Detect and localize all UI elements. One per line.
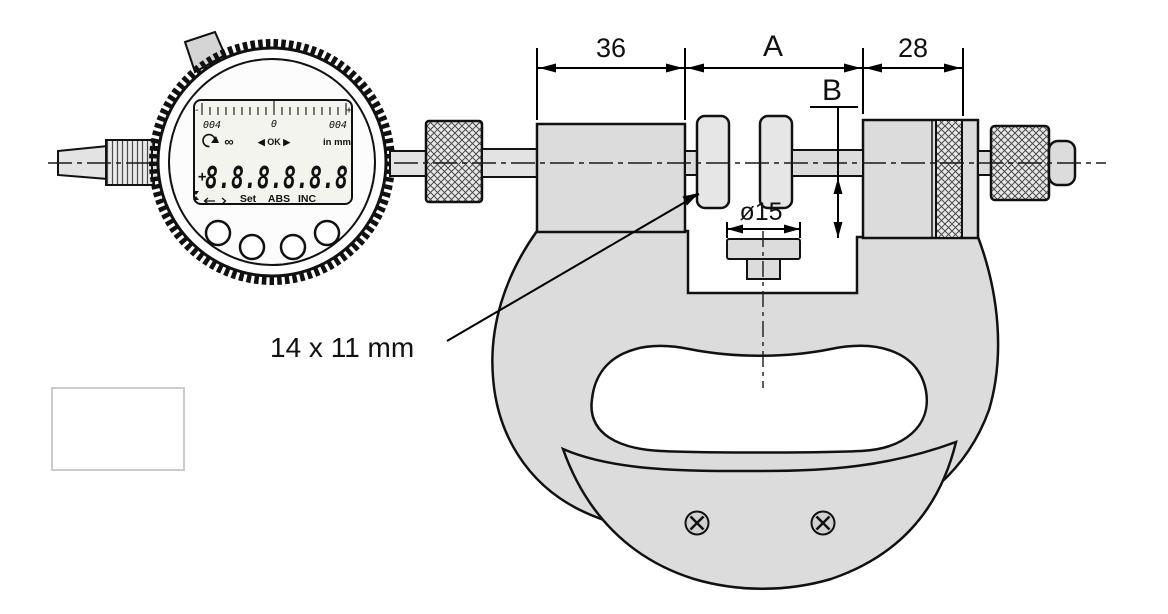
lcd-scale-zero: 0 — [271, 119, 277, 130]
lcd-scale-plus: + — [346, 105, 352, 116]
indicator-button-4 — [313, 219, 341, 247]
rotation-arrowhead-icon — [211, 136, 219, 143]
lcd-panel — [193, 99, 353, 205]
dimension-label-B: B — [822, 74, 842, 107]
lcd-mode-abs: ABS — [268, 193, 290, 205]
lcd-scale-ticks — [201, 100, 347, 115]
dimension-annotations — [446, 48, 964, 342]
dimension-label-d15: ø15 — [739, 198, 782, 226]
digital-indicator: - + 004 0 004 ∞ ◀ OK ▶ in mm + 8.8.8.8.8… — [149, 30, 395, 285]
lcd-display: - + 004 0 004 ∞ ◀ OK ▶ in mm + 8.8.8.8.8… — [193, 99, 353, 205]
arrowhead — [539, 63, 556, 73]
arrowhead — [865, 63, 882, 73]
lcd-ok-indicator: ◀ OK ▶ — [257, 137, 291, 147]
indicator-button-2 — [238, 233, 266, 261]
dimension-label-A: A — [763, 30, 783, 63]
gauge-frame — [491, 114, 1077, 590]
indicator-buttons — [204, 219, 341, 261]
lcd-sign: + — [198, 169, 206, 185]
arrowhead-leader — [682, 193, 699, 206]
frame-left-block — [535, 122, 687, 234]
down-arrow-icon — [193, 191, 199, 195]
lcd-scale-right-value: 004 — [329, 120, 347, 131]
lcd-units-label: in mm — [323, 137, 351, 148]
lcd-digits: 8.8.8.8.8.8 — [205, 161, 348, 196]
indicator-button-1 — [204, 219, 232, 247]
anvil-left — [695, 114, 731, 210]
anvil-right — [758, 114, 794, 210]
frame-bottom-cover — [560, 440, 958, 590]
dimension-label-28: 28 — [898, 33, 928, 63]
lcd-scale-minus: - — [194, 105, 200, 116]
knurled-lock-ring — [935, 119, 963, 239]
indicator-button-3 — [279, 233, 307, 261]
up-arrow-icon — [193, 196, 199, 200]
arrowhead-B-bottom — [833, 222, 843, 238]
phillips-cross-icon — [815, 515, 831, 531]
adjustment-assembly — [389, 119, 540, 204]
lcd-scale-left-value: 004 — [203, 120, 221, 131]
arrowhead-d15-left — [727, 224, 743, 234]
rotation-arrow-icon — [202, 133, 216, 148]
lcd-mode-inc: INC — [298, 193, 317, 205]
adjustment-knob — [424, 119, 484, 204]
frame-handle-cutout — [590, 344, 929, 454]
empty-label-box — [51, 387, 185, 471]
arrowhead — [687, 63, 704, 73]
arrowhead — [944, 63, 961, 73]
arrowhead-d15-right — [784, 224, 800, 234]
screw-left — [684, 510, 710, 536]
lcd-mode-set: Set — [240, 193, 257, 205]
arrowhead — [666, 63, 683, 73]
phillips-cross-icon — [689, 515, 705, 531]
screw-right — [810, 510, 836, 536]
anvil-size-label: 14 x 11 mm — [270, 332, 414, 363]
leader-line-anvil — [446, 193, 700, 342]
infinity-icon: ∞ — [224, 134, 233, 149]
arrowhead — [844, 63, 861, 73]
dimension-arrowheads — [539, 63, 961, 238]
preset-arrows-icon — [203, 197, 227, 205]
arrowhead-B-top — [833, 178, 843, 194]
dimension-label-36: 36 — [596, 33, 626, 63]
